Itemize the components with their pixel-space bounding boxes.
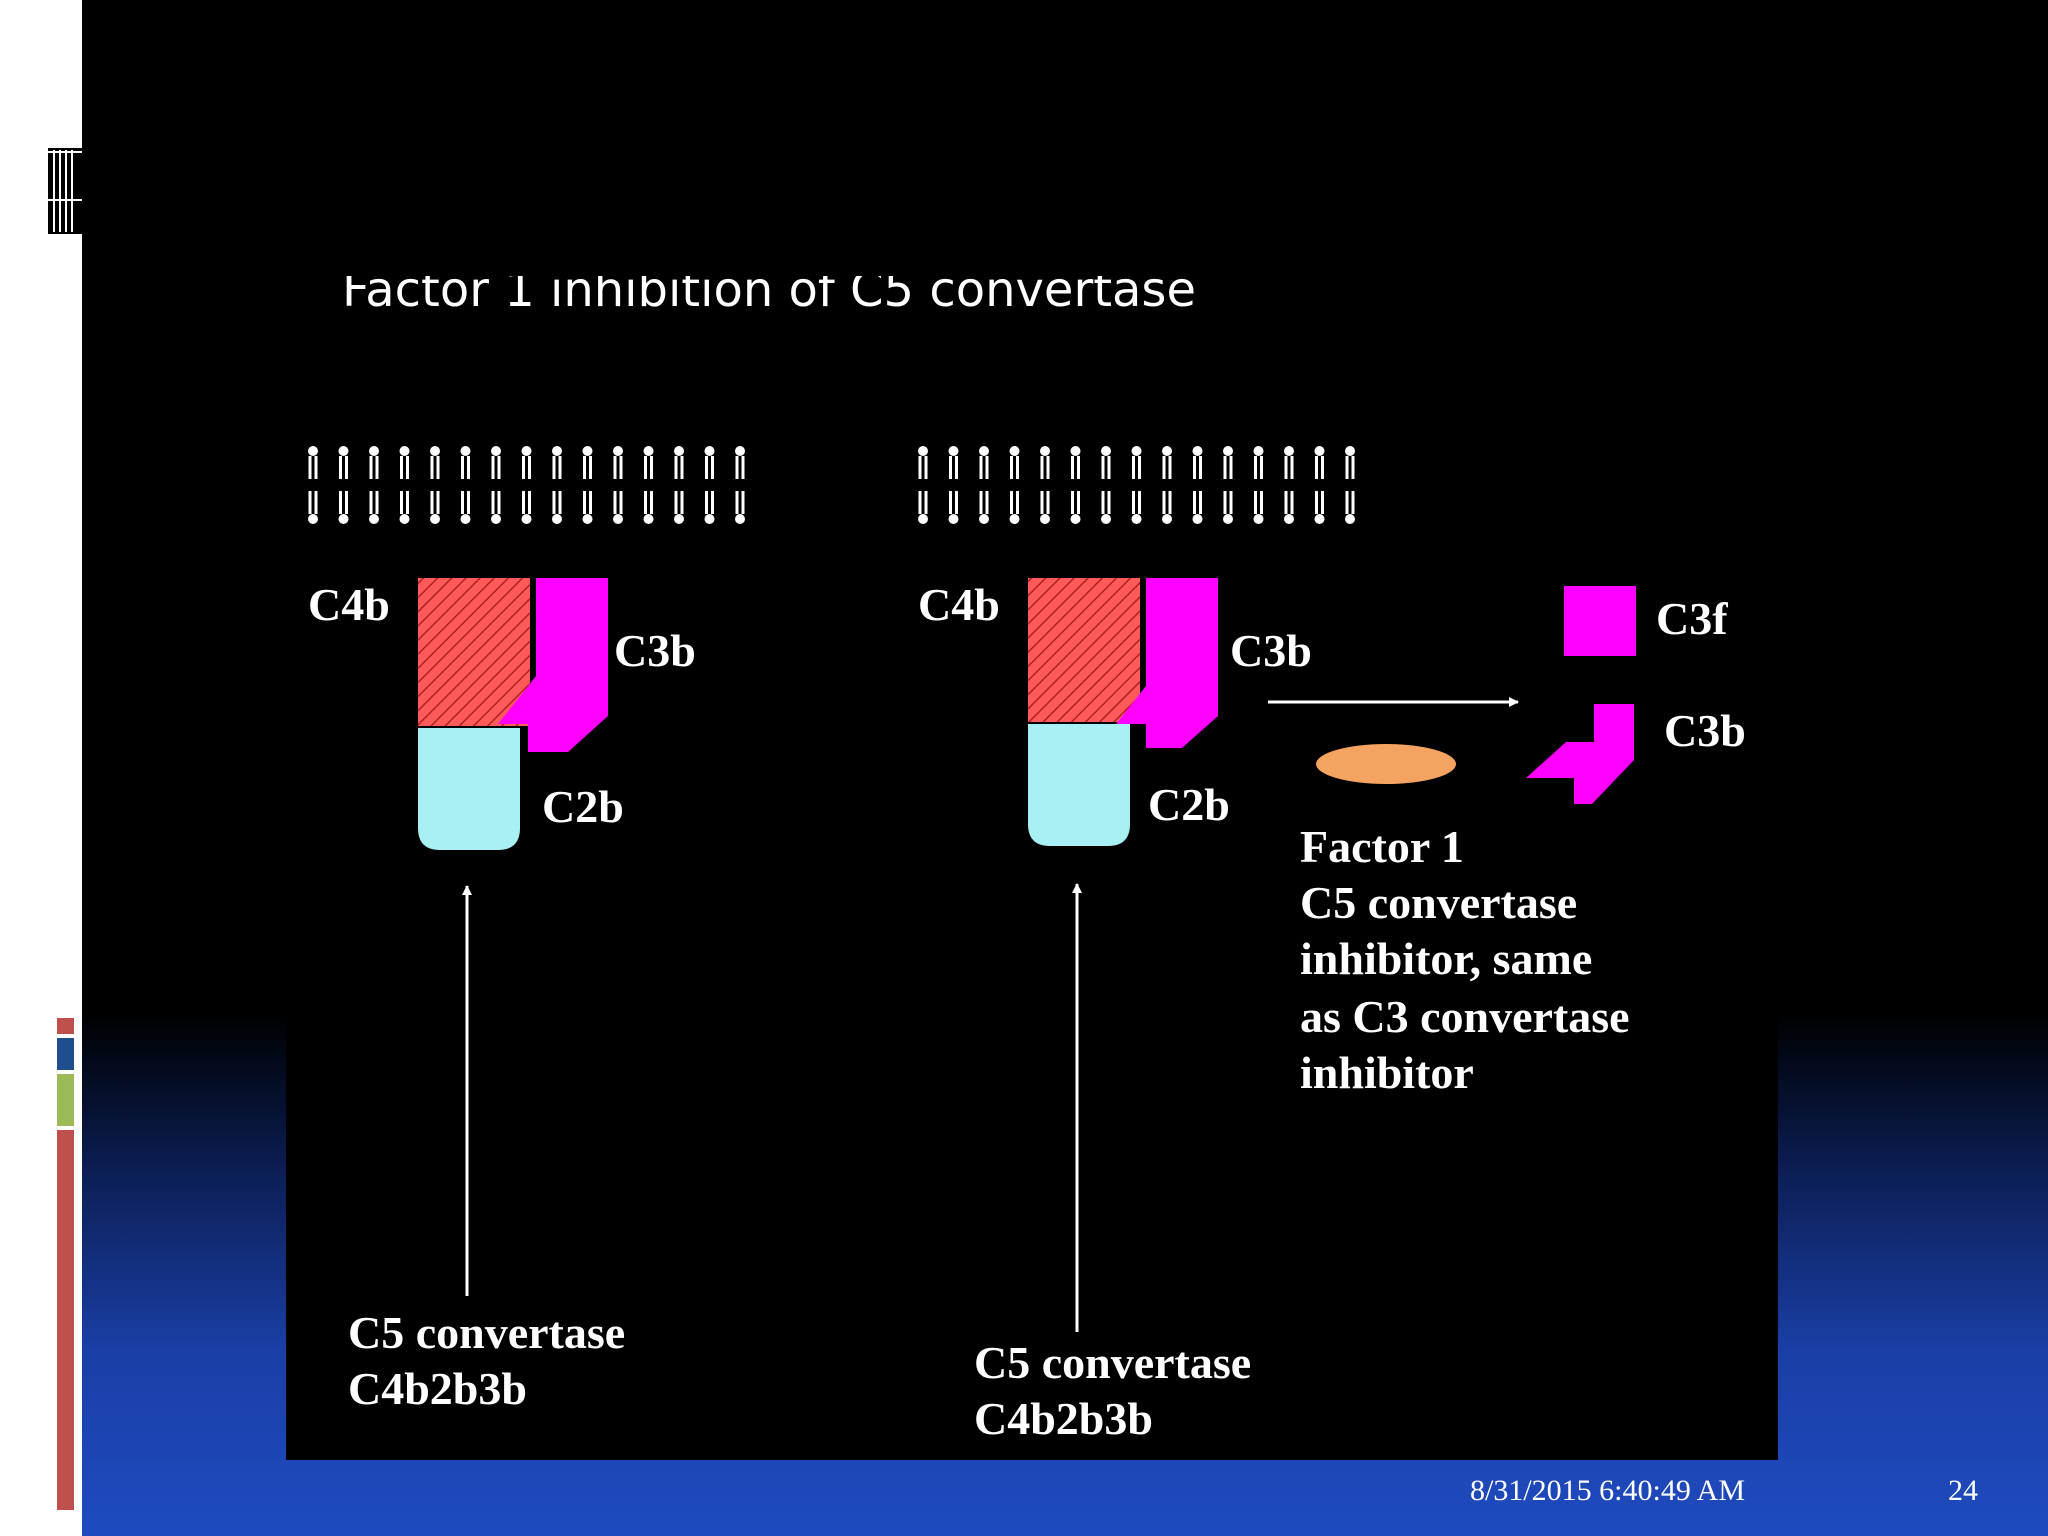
accent-bar-red-small: [57, 1018, 74, 1034]
accent-bar-blue: [57, 1038, 74, 1070]
left-complex: [418, 578, 608, 1296]
factor-text-line2: C5 convertase: [1300, 877, 1577, 928]
label-c3b-right: C3b: [1230, 625, 1312, 676]
c3b-cleaved-fragment: [1526, 704, 1634, 804]
factor-text-line1: Factor 1: [1300, 821, 1464, 872]
sidebar-decoration: [48, 148, 82, 1510]
diagram-panel: [286, 276, 1778, 1460]
footer-page-number: 24: [1948, 1474, 1978, 1507]
c2b-block: [418, 728, 520, 850]
right-complex: [1028, 578, 1636, 1332]
accent-bar-red: [57, 1130, 74, 1510]
label-c3b-left: C3b: [614, 625, 696, 676]
c4b-block: [418, 578, 530, 726]
caption-right-line2: C4b2b3b: [974, 1393, 1153, 1444]
caption-left-line1: C5 convertase: [348, 1307, 625, 1358]
c2b-block-right: [1028, 724, 1130, 846]
c3b-block-right: [1116, 578, 1218, 748]
caption-right-line1: C5 convertase: [974, 1337, 1251, 1388]
factor-text-line3: inhibitor, same: [1300, 933, 1592, 984]
label-c4b-left: C4b: [308, 579, 390, 630]
caption-left-line2: C4b2b3b: [348, 1363, 527, 1414]
diagram-title: Factor 1 inhibition of C5 convertase: [342, 276, 1196, 318]
footer-date: 8/31/2015 6:40:49 AM: [1470, 1474, 1746, 1507]
label-c3f: C3f: [1656, 593, 1728, 644]
label-c2b-left: C2b: [542, 781, 624, 832]
label-c3b-cleaved: C3b: [1664, 705, 1746, 756]
label-c2b-right: C2b: [1148, 779, 1230, 830]
factor-1-enzyme: [1316, 744, 1456, 784]
grid-logo-icon: [48, 148, 82, 234]
complement-diagram: Factor 1 inhibition of C5 convertase C4b…: [286, 276, 1778, 1460]
c4b-block-right: [1028, 578, 1140, 722]
c3f-fragment: [1564, 586, 1636, 656]
sidebar: [0, 0, 82, 1536]
accent-bar-green: [57, 1074, 74, 1126]
factor-text-line5: inhibitor: [1300, 1047, 1474, 1098]
label-c4b-right: C4b: [918, 579, 1000, 630]
factor-text-line4: as C3 convertase: [1300, 991, 1630, 1042]
c3b-block: [498, 578, 608, 752]
